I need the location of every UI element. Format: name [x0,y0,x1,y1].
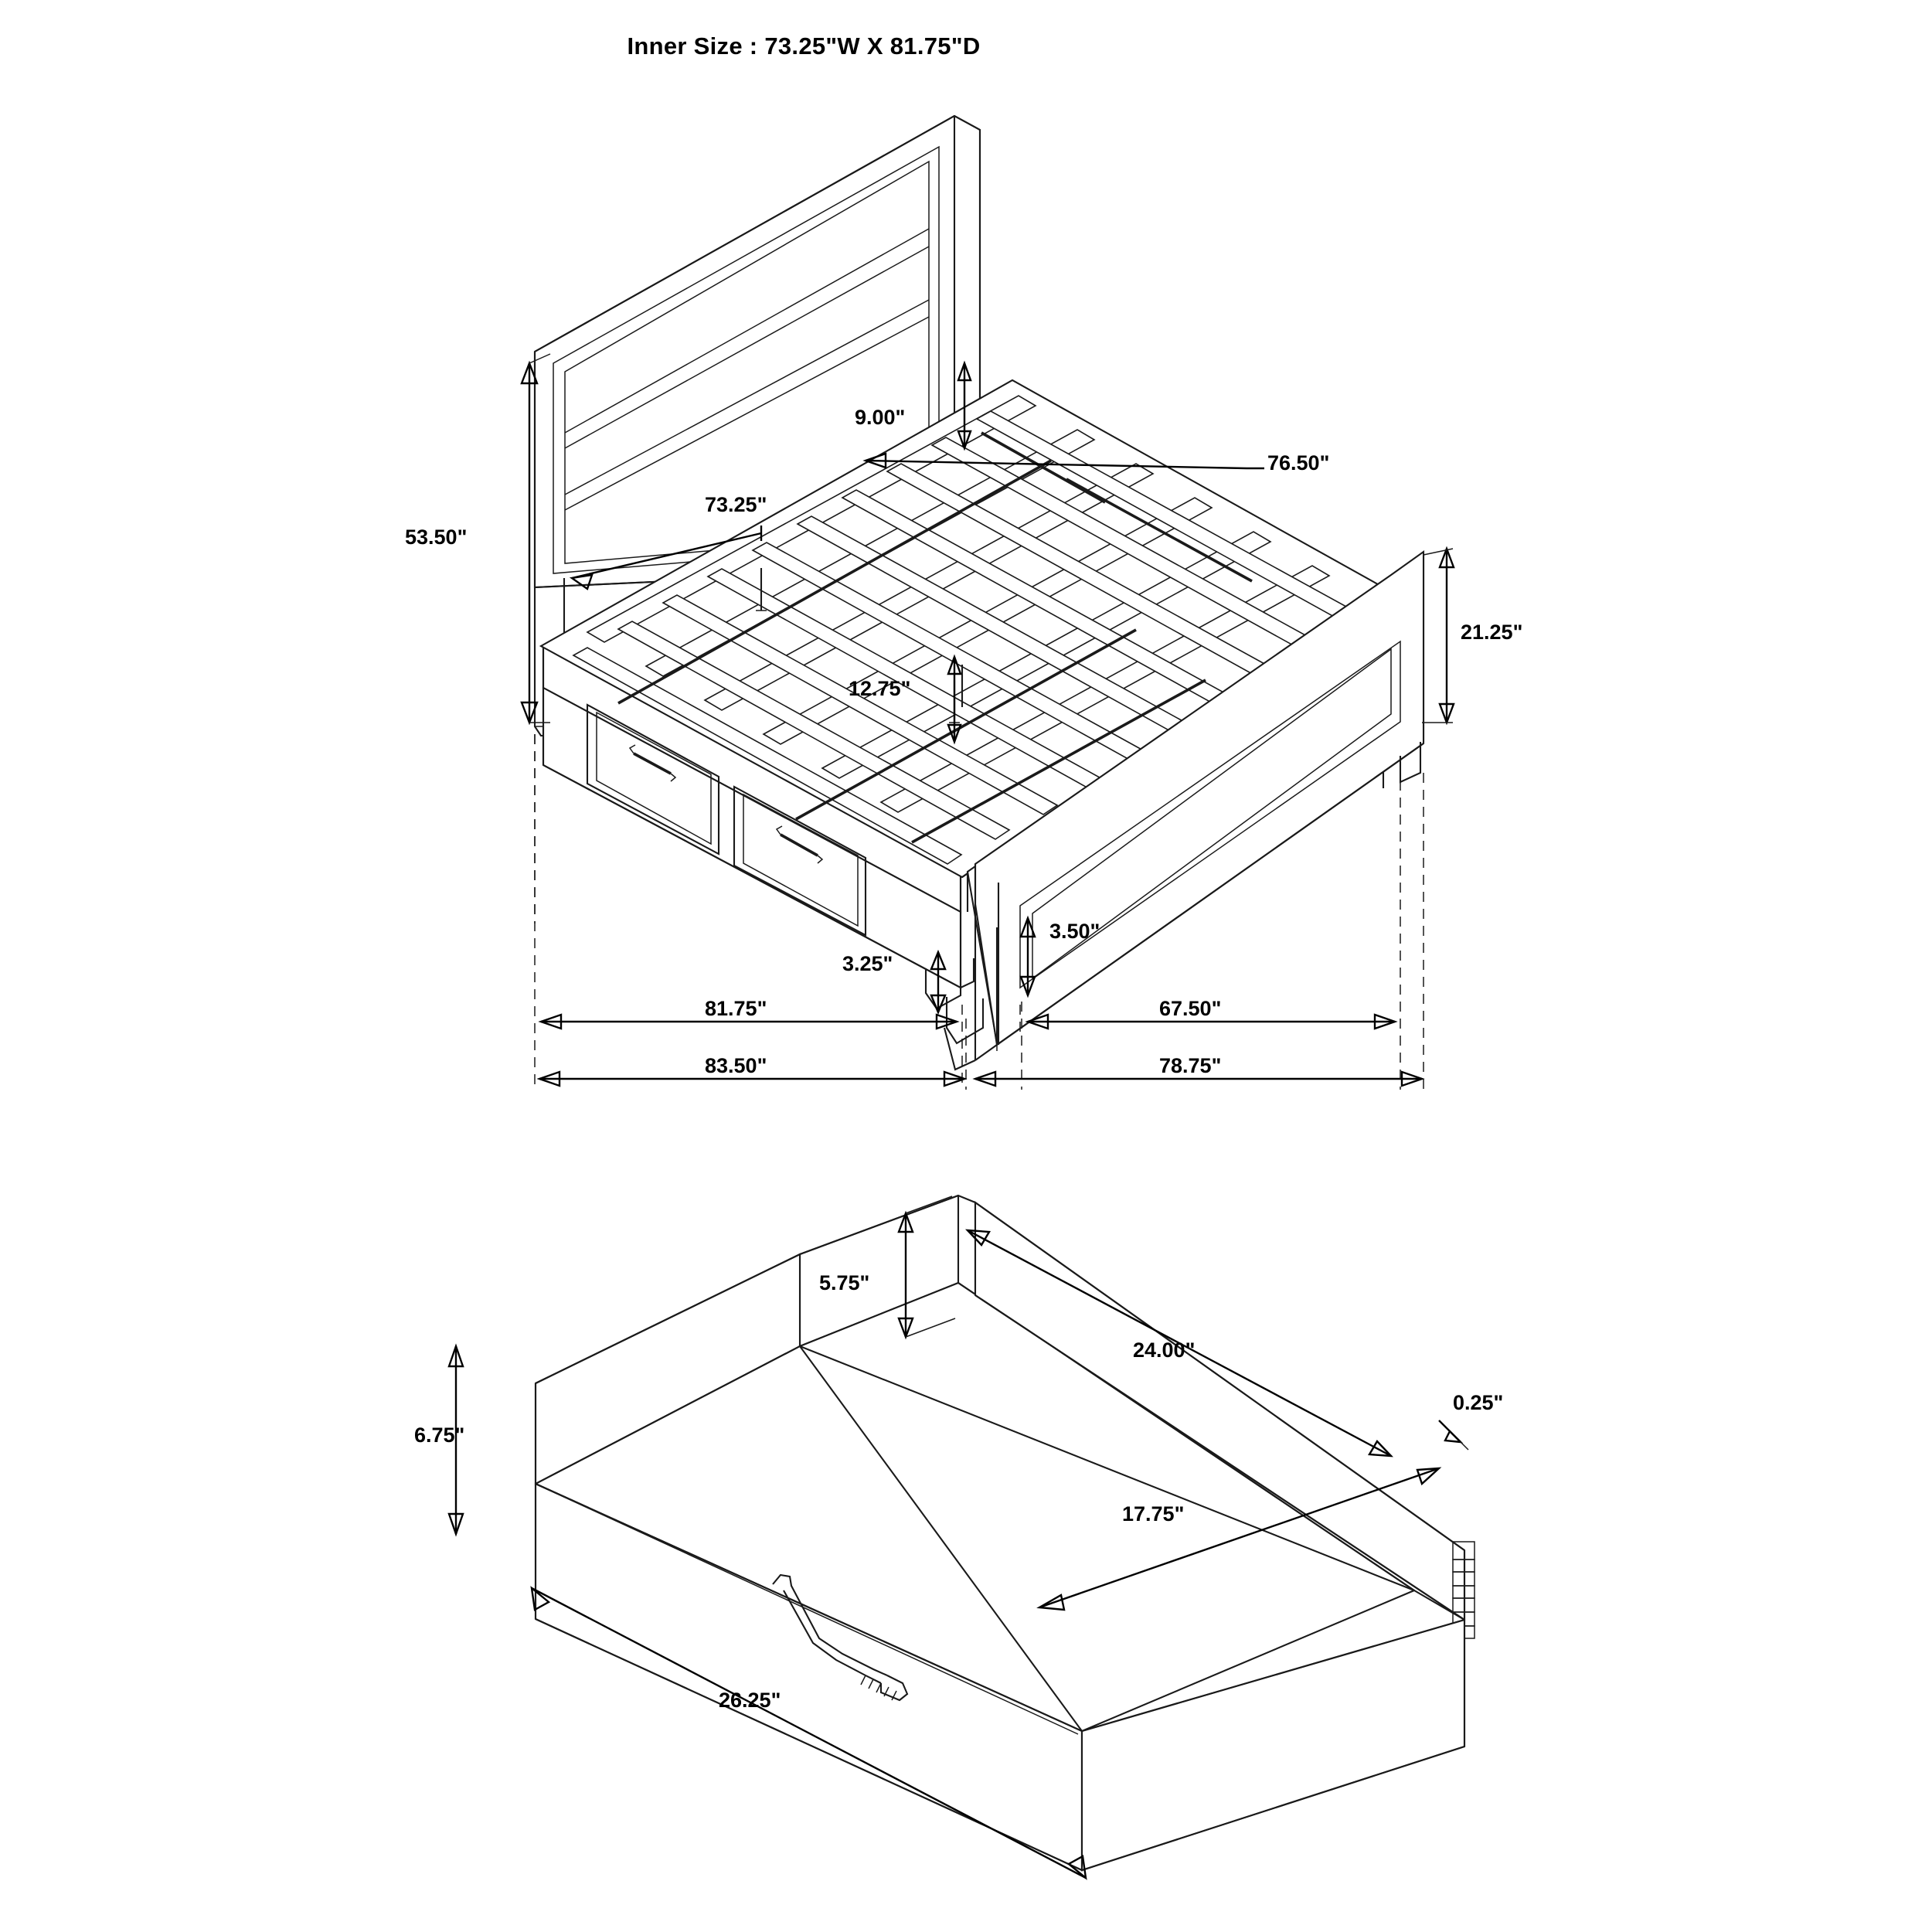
dim-label-footboard-inner-w: 67.50" [1159,997,1222,1020]
dim-label-drawer-front-width: 26.25" [719,1689,781,1712]
dim-drawer-inner-depth [1036,1467,1442,1611]
dim-label-overall-width: 78.75" [1159,1054,1222,1077]
dim-deck-height [947,654,962,745]
dim-label-drawer-inner-depth: 17.75" [1122,1502,1185,1526]
dim-footboard-height [1422,546,1455,726]
dim-label-inner-width: 73.25" [705,493,767,516]
dim-headboard-height [520,353,551,726]
dim-panel-gap [957,360,972,451]
dim-side-rail-clearance [930,949,947,1015]
dim-label-inner-depth: 81.75" [705,997,767,1020]
dim-label-headboard-height: 53.50" [405,526,468,549]
extension-lines [534,734,1424,1090]
dim-label-deck-height: 12.75" [849,677,911,700]
dovetail-joints [1452,1541,1475,1639]
dim-drawer-side-height [897,1196,956,1340]
dim-label-overall-length: 83.50" [705,1054,767,1077]
dim-label-rail-clearance: 3.25" [842,952,893,975]
drawer-handle [772,1573,909,1702]
dim-drawer-panel-thickness [1438,1420,1469,1451]
headboard [533,114,981,737]
dim-label-leg-clearance: 3.50" [1049,920,1100,943]
page-title-text: Inner Size : 73.25"W X 81.75"D [627,32,981,60]
dim-leg-clearance [1019,915,1036,998]
dim-label-drawer-thickness: 0.25" [1453,1391,1504,1414]
leader-slat-span [862,452,1264,470]
drawer-detail-view [447,1194,1475,1880]
dim-label-drawer-front-height: 6.75" [414,1423,465,1447]
dim-drawer-front-width [530,1586,1087,1880]
dim-label-slat-span: 76.50" [1267,451,1330,474]
dim-label-drawer-side-height: 5.75" [819,1271,870,1294]
page-title: Inner Size : 73.25"W X 81.75"D [0,32,1932,60]
dim-label-footboard-height: 21.25" [1461,621,1523,644]
leader-inner-width [569,526,763,590]
footboard [943,549,1425,1071]
bed-assembly-view [520,114,1455,1090]
dim-label-drawer-inner-width: 24.00" [1133,1338,1196,1362]
dim-label-panel-gap: 9.00" [855,406,906,429]
slat-deck [539,379,1394,879]
